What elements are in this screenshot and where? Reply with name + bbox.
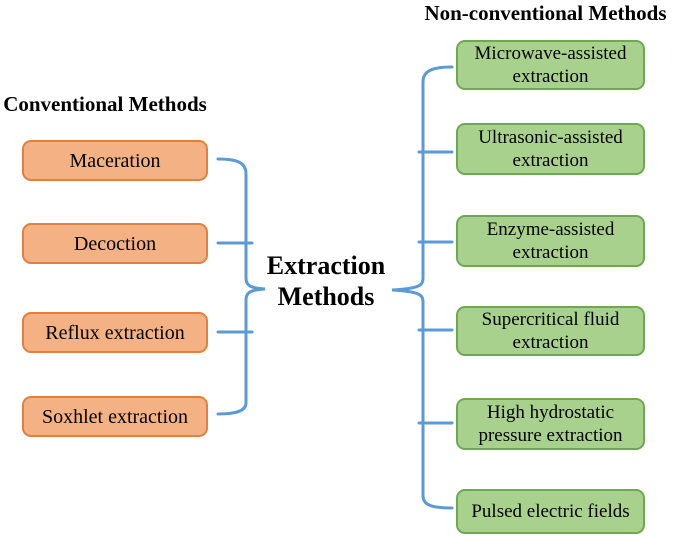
method-box-maceration: Maceration <box>22 140 208 181</box>
method-box-pulsed-electric-fields: Pulsed electric fields <box>456 489 645 534</box>
method-box-enzyme-assisted: Enzyme-assisted extraction <box>456 215 645 267</box>
method-box-microwave-assisted: Microwave-assisted extraction <box>456 40 645 90</box>
diagram-title-line2: Methods <box>277 282 375 311</box>
diagram-title-line1: Extraction <box>266 251 386 280</box>
method-box-soxhlet-extraction: Soxhlet extraction <box>22 396 208 437</box>
diagram-title: Extraction Methods <box>252 250 400 312</box>
method-box-ultrasonic-assisted: Ultrasonic-assisted extraction <box>456 123 645 175</box>
method-box-high-hydrostatic-pressure: High hydrostatic pressure extraction <box>456 398 645 450</box>
conventional-methods-header: Conventional Methods <box>3 92 207 116</box>
method-box-decoction: Decoction <box>22 223 208 264</box>
right-brace-icon <box>391 65 454 510</box>
method-box-supercritical-fluid: Supercritical fluid extraction <box>456 306 645 356</box>
non-conventional-methods-header: Non-conventional Methods <box>424 1 667 25</box>
method-box-reflux-extraction: Reflux extraction <box>22 312 208 353</box>
